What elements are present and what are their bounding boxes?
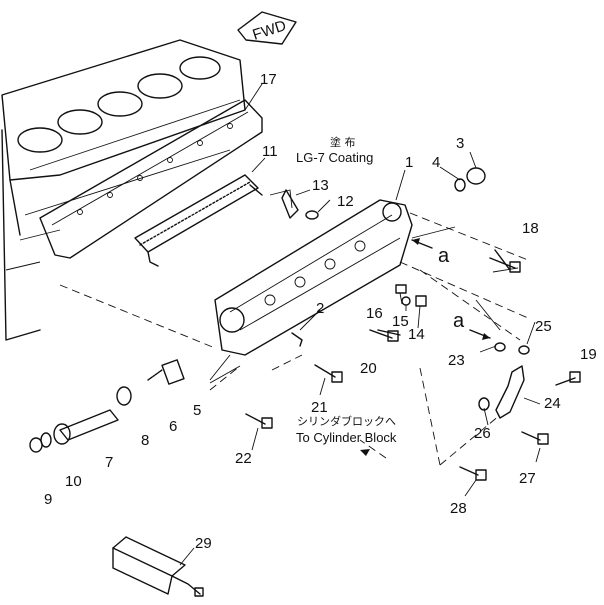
part-label: 6 [169, 418, 177, 435]
oil-cooler-case [214, 199, 413, 356]
part-label: 13 [312, 177, 329, 194]
leader-lines [179, 83, 541, 566]
part-label: 10 [65, 473, 82, 490]
part-label: 27 [519, 470, 536, 487]
part-label: 19 [580, 346, 597, 363]
part-label: 21 [311, 399, 328, 416]
pipe-bracket [478, 342, 530, 419]
engine-block [1, 39, 246, 341]
part-label: 25 [535, 318, 552, 335]
part-label: 22 [235, 450, 252, 467]
relief-valve-parts [29, 359, 185, 453]
coating-note-en: LG-7 Coating [296, 150, 373, 165]
gasket [39, 99, 263, 259]
part-label: 28 [450, 500, 467, 517]
part-label: 18 [522, 220, 539, 237]
part-label: 16 [366, 305, 383, 322]
forward-arrow-icon: FWD [237, 11, 297, 45]
view-a-label: a [438, 245, 450, 267]
part-label: 2 [316, 300, 324, 317]
part-label: 7 [105, 454, 113, 471]
part-label: 26 [474, 425, 491, 442]
part-label: 1 [405, 154, 413, 171]
assembly-guide-lines [59, 212, 529, 466]
part-label: 5 [193, 402, 201, 419]
small-parts [281, 167, 511, 347]
coating-note-jp: 塗 布 [330, 135, 356, 149]
part-label: 17 [260, 71, 277, 88]
view-arrows [360, 238, 491, 456]
part-label: 3 [456, 135, 464, 152]
service-tool [112, 536, 204, 597]
part-label: 23 [448, 352, 465, 369]
part-label: 12 [337, 193, 354, 210]
part-label: 4 [432, 154, 440, 171]
to-block-note-jp: シリンダブロックへ [297, 414, 396, 428]
oil-cooler-core [134, 174, 263, 267]
fwd-label: FWD [251, 17, 289, 44]
part-label: 9 [44, 491, 52, 508]
view-a-label-2: a [453, 310, 465, 332]
part-label: 29 [195, 535, 212, 552]
bolts [245, 257, 581, 481]
part-number-labels: 1 2 3 4 5 6 7 8 9 10 11 12 13 14 15 16 1… [44, 71, 597, 552]
part-label: 14 [408, 326, 425, 343]
to-block-note-en: To Cylinder Block [296, 430, 397, 445]
part-label: 15 [392, 313, 409, 330]
part-label: 20 [360, 360, 377, 377]
part-label: 24 [544, 395, 561, 412]
part-label: 11 [262, 143, 278, 160]
part-label: 8 [141, 432, 149, 449]
